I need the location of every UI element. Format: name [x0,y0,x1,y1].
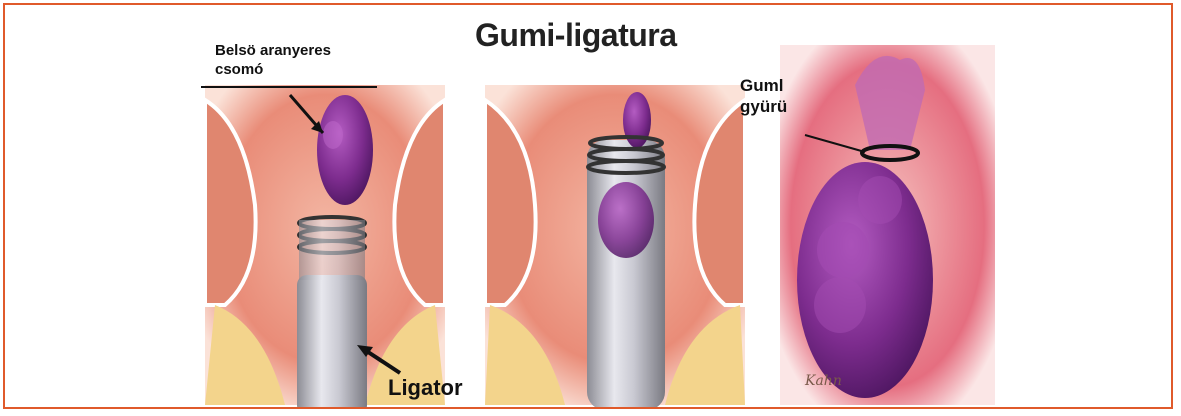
artist-signature: Kahn [805,373,842,389]
label-ligator: Ligator [388,375,463,401]
panel-left-illustration [201,85,445,409]
diagram-title: Gumi-ligatura [475,17,677,54]
label-rubber-ring: Guml gyürü [740,75,787,117]
panel-middle-illustration [485,85,745,409]
label-internal-hemorrhoid-node: Belsö aranyeres csomó [215,41,331,79]
panel-right-illustration [780,45,995,405]
illustration-canvas [5,5,1173,409]
diagram-frame: Gumi-ligatura Belsö aranyeres csomó Guml… [3,3,1173,409]
